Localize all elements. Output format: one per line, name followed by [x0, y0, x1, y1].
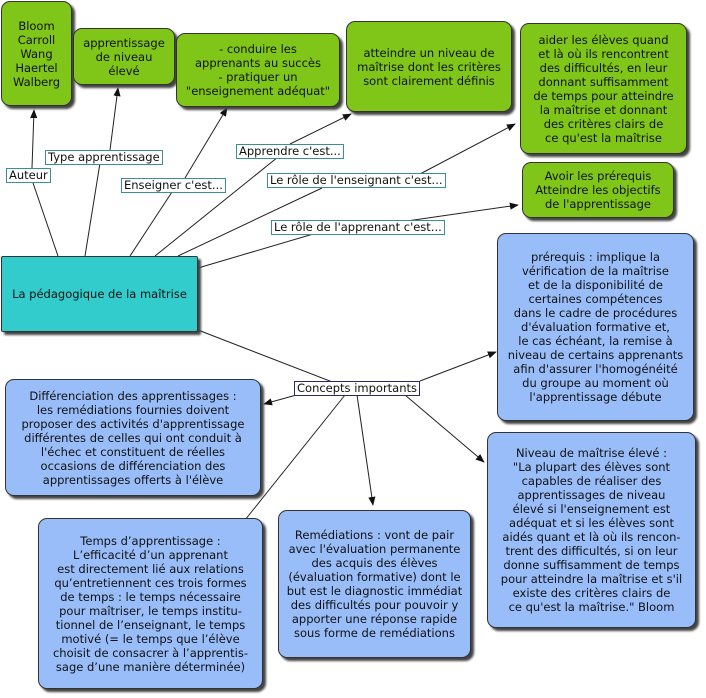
auteurs-text: Bloom Carroll Wang Haertel Walberg: [12, 18, 61, 89]
line-central-role-app: [197, 231, 321, 269]
prerequis-text: prérequis : implique la vérification de …: [507, 250, 684, 404]
link-label-role-enseignant[interactable]: Le rôle de l'enseignant c'est...: [267, 173, 446, 188]
apprendre-text: atteindre un niveau de maîtrise dont les…: [357, 45, 501, 88]
link-label-role-app-text: Le rôle de l'apprenant c'est...: [274, 220, 442, 234]
line-central-type: [84, 162, 101, 257]
arrow-apprendre: [289, 113, 352, 145]
enseigner-text: - conduire les apprenants au succès - pr…: [185, 42, 331, 98]
link-label-type-apprentissage[interactable]: Type apprentissage: [45, 150, 163, 165]
role-apprenant-text: Avoir les prérequis Atteindre les object…: [535, 169, 661, 211]
differenciation-node[interactable]: Différenciation des apprentissages : les…: [5, 379, 261, 496]
line-temps: [244, 394, 346, 521]
remediations-text: Remédiations : vont de pair avec l'évalu…: [286, 528, 463, 640]
link-label-auteur-text: Auteur: [9, 168, 48, 182]
line-central-concepts: [197, 329, 336, 384]
link-label-concepts-text: Concepts importants: [297, 381, 418, 395]
arrow-role-app: [399, 202, 519, 223]
enseigner-node[interactable]: - conduire les apprenants au succès - pr…: [176, 33, 340, 107]
prerequis-node[interactable]: prérequis : implique la vérification de …: [497, 233, 694, 421]
role-enseignant-node[interactable]: aider les élèves quand et là où ils renc…: [520, 23, 687, 154]
link-label-concepts[interactable]: Concepts importants: [294, 381, 421, 396]
niveau-maitrise-node[interactable]: Niveau de maîtrise élevé : "La plupart d…: [487, 432, 696, 628]
temps-apprentissage-node[interactable]: Temps d’apprentissage : L’efficacité d’u…: [38, 518, 263, 689]
line-central-role-ens: [177, 187, 323, 257]
arrow-enseigner: [184, 107, 228, 179]
niveau-maitrise-text: Niveau de maîtrise élevé : "La plupart d…: [500, 446, 683, 614]
type-apprentissage-text: apprentissage de niveau élevé: [83, 35, 165, 78]
arrow-role-ens: [419, 123, 516, 175]
link-label-role-ens-text: Le rôle de l'enseignant c'est...: [270, 173, 443, 187]
central-concept-label: La pédagogique de la maîtrise: [12, 287, 187, 301]
line-central-enseigner: [129, 191, 173, 257]
differenciation-text: Différenciation des apprentissages : les…: [21, 388, 245, 487]
arrow-type: [109, 87, 121, 151]
link-label-type-text: Type apprentissage: [48, 150, 160, 164]
role-enseignant-text: aider les élèves quand et là où ils renc…: [533, 32, 674, 145]
link-label-auteur[interactable]: Auteur: [6, 168, 51, 183]
line-central-apprendre: [154, 156, 279, 257]
remediations-node[interactable]: Remédiations : vont de pair avec l'évalu…: [278, 510, 471, 658]
link-label-role-apprenant[interactable]: Le rôle de l'apprenant c'est...: [271, 220, 445, 235]
link-label-apprendre-text: Apprendre c'est...: [239, 144, 341, 158]
line-central-auteur: [31, 179, 59, 257]
role-apprenant-node[interactable]: Avoir les prérequis Atteindre les object…: [522, 162, 674, 218]
central-concept-node[interactable]: La pédagogique de la maîtrise: [1, 256, 198, 332]
arrow-auteur: [30, 109, 38, 169]
arrow-prerequis: [419, 351, 497, 382]
type-apprentissage-node[interactable]: apprentissage de niveau élevé: [73, 28, 175, 85]
link-label-apprendre[interactable]: Apprendre c'est...: [236, 144, 344, 159]
temps-apprentissage-text: Temps d’apprentissage : L’efficacité d’u…: [52, 533, 249, 674]
link-label-enseigner-text: Enseigner c'est...: [124, 178, 223, 192]
arrow-niveau: [404, 394, 485, 463]
auteurs-node[interactable]: Bloom Carroll Wang Haertel Walberg: [1, 1, 72, 106]
link-label-enseigner[interactable]: Enseigner c'est...: [121, 178, 226, 193]
apprendre-node[interactable]: atteindre un niveau de maîtrise dont les…: [346, 21, 512, 112]
arrow-remediations: [356, 394, 376, 506]
